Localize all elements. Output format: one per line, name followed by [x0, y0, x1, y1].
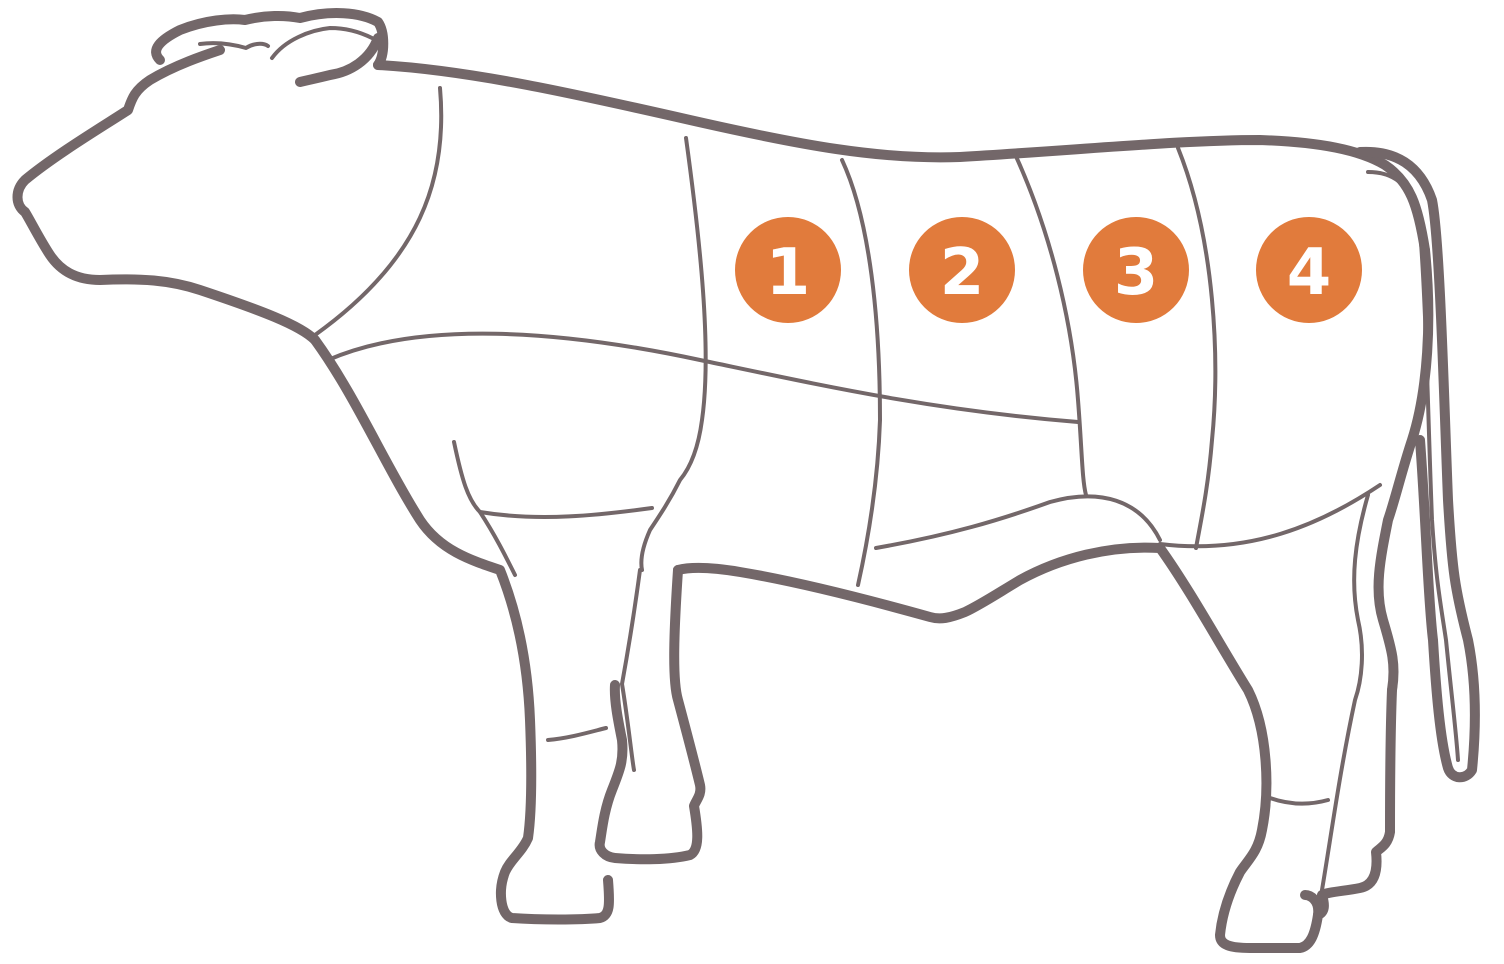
cut-badge-2[interactable]: 2 [909, 217, 1015, 323]
belly-line [678, 548, 1160, 619]
cow-outline [18, 13, 1475, 948]
rib-front-cut [842, 160, 880, 585]
ear [300, 38, 378, 82]
front-leg-far [315, 340, 609, 920]
flank-line [876, 496, 1160, 548]
round-line [1160, 485, 1380, 546]
cut-badge-1[interactable]: 1 [735, 217, 841, 323]
ear-inner [272, 28, 372, 58]
cut-badge-1-number: 1 [766, 236, 811, 310]
front-leg-near [600, 570, 701, 859]
cut-lines [315, 88, 1380, 804]
eye [200, 43, 268, 48]
hind-leg-shin-line [1270, 798, 1328, 804]
cut-badge-4-number: 4 [1287, 236, 1332, 310]
cut-badge-3[interactable]: 3 [1083, 217, 1189, 323]
front-leg-shin-line [548, 728, 606, 740]
hind-leg-front [1160, 548, 1318, 948]
cut-badge-2-number: 2 [940, 236, 985, 310]
cut-badge-3-number: 3 [1114, 236, 1159, 310]
brisket-line [454, 442, 652, 517]
hind-leg-back [1318, 690, 1392, 915]
back-line [378, 65, 1425, 250]
loin-front-cut [1014, 152, 1086, 495]
loin-rear-cut [1178, 148, 1215, 548]
neck-cut-line [315, 88, 441, 335]
hind-leg-back-inner [1322, 495, 1368, 890]
cut-badges: 1 2 3 4 [735, 217, 1362, 323]
dewlap-line [18, 50, 316, 340]
tail [1360, 152, 1475, 777]
cut-badge-4[interactable]: 4 [1256, 217, 1362, 323]
